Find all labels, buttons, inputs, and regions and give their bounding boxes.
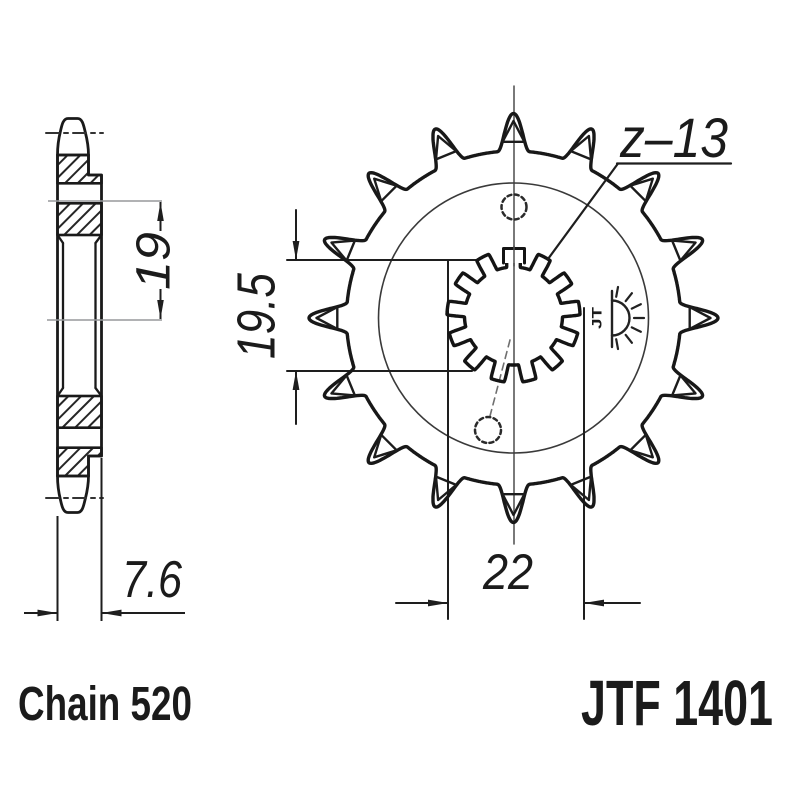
- dim-spline-height-value: 19.5: [226, 272, 286, 359]
- tooth-chamfer-triangles: [315, 119, 712, 517]
- arrowhead-left: [584, 599, 604, 607]
- hatch-block-top: [56, 153, 103, 185]
- hatch-block-upper: [56, 202, 103, 237]
- hub-recess-circle: [377, 182, 650, 454]
- arrowhead-down: [157, 300, 164, 319]
- side-view: [45, 117, 104, 514]
- arrowhead-left: [101, 609, 122, 617]
- sunburst-jt-label: JT: [590, 306, 605, 329]
- part-number-label: JTF 1401: [581, 667, 773, 739]
- leader-line: [546, 162, 620, 261]
- dim-spline-width-value: 22: [482, 544, 533, 600]
- side-tooth-top: [56, 117, 90, 157]
- dim-hub-length-value: 19: [128, 232, 181, 290]
- side-view-inner-lines: [56, 182, 103, 449]
- dimension-hub-length: 19: [47, 200, 181, 321]
- dimension-spline-height: 19.5: [226, 209, 479, 425]
- bolt-hole-top: [500, 193, 528, 221]
- arrowhead-right: [428, 599, 448, 607]
- teeth-count-callout: z–13: [546, 106, 733, 261]
- front-view: 19.5 22 z–13 JT: [226, 85, 733, 620]
- arrowhead-up: [292, 371, 300, 390]
- bolt-hole-bottom: [473, 415, 503, 445]
- teeth-count-label: z–13: [619, 106, 728, 169]
- arrowhead-down: [292, 241, 300, 260]
- arrowhead-right: [37, 609, 58, 617]
- bolt-hole-radius-dashed: [489, 339, 511, 417]
- jt-sunburst-logo-icon: JT: [590, 285, 646, 351]
- side-view-body-outline: [56, 153, 103, 478]
- sunburst-half-sun: [610, 299, 631, 337]
- hatch-block-lower: [56, 394, 103, 429]
- side-tooth-bottom: [56, 474, 90, 514]
- hatch-block-bottom: [56, 446, 103, 478]
- arrowhead-up: [157, 202, 164, 221]
- sunburst-rays: [615, 285, 646, 351]
- dimension-spline-width: 22: [395, 260, 641, 620]
- spline-bore-outline: [445, 247, 582, 384]
- dimension-thickness: 7.6: [24, 458, 185, 621]
- dim-thickness-value: 7.6: [122, 551, 182, 609]
- sprocket-outline: [307, 111, 720, 525]
- chain-size-label: Chain 520: [18, 678, 192, 731]
